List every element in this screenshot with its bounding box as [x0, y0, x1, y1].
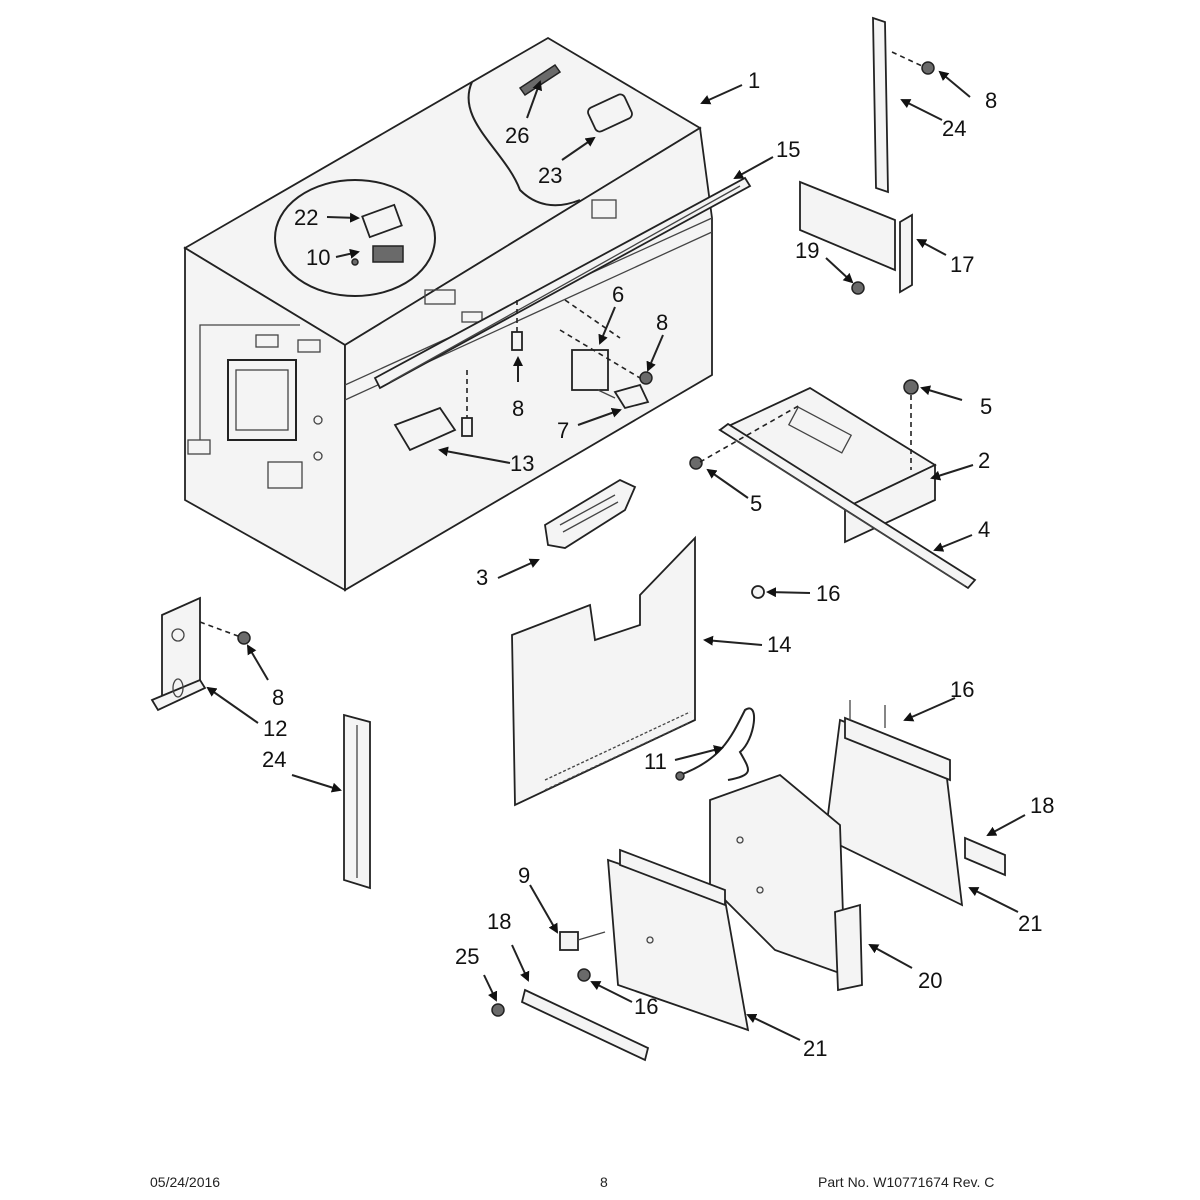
callout-25: 25	[455, 944, 479, 969]
switch-assembly	[559, 299, 653, 410]
callout-21-a: 21	[1018, 911, 1042, 936]
callout-5-b: 5	[750, 491, 762, 516]
callout-10: 10	[306, 245, 330, 270]
callout-7: 7	[557, 418, 569, 443]
leader-arrows	[206, 70, 1026, 1041]
callout-11: 11	[644, 749, 667, 774]
callout-26: 26	[505, 123, 529, 148]
callout-16-c: 16	[634, 994, 658, 1019]
callout-18-a: 18	[487, 909, 511, 934]
callout-19: 19	[795, 238, 819, 263]
bottom-small-parts	[491, 931, 650, 1062]
callout-13: 13	[510, 451, 534, 476]
handle-3	[544, 478, 637, 549]
clip-18-right	[964, 836, 1006, 877]
panel-14	[511, 535, 765, 807]
rail-15	[373, 176, 752, 390]
callout-24-a: 24	[942, 116, 966, 141]
callout-4: 4	[978, 517, 990, 542]
callout-18-b: 18	[1030, 793, 1054, 818]
callout-8-c: 8	[656, 310, 668, 335]
footer-part-number: Part No. W10771674 Rev. C	[818, 1174, 995, 1190]
callout-8-b: 8	[512, 396, 524, 421]
callout-14: 14	[767, 632, 791, 657]
bracket-13	[393, 300, 523, 452]
left-bracket-12	[150, 596, 251, 712]
footer-date: 05/24/2016	[150, 1174, 221, 1190]
callout-8-a: 8	[985, 88, 997, 113]
callout-1: 1	[748, 68, 760, 93]
callout-17: 17	[950, 252, 974, 277]
callout-22: 22	[294, 205, 318, 230]
panel-21-bottom	[606, 848, 750, 1032]
callout-6: 6	[612, 282, 624, 307]
callout-15: 15	[776, 137, 800, 162]
strip-24-top	[872, 16, 935, 194]
callout-8-d: 8	[272, 685, 284, 710]
panel-21-right	[824, 700, 964, 907]
callout-21-b: 21	[803, 1036, 827, 1061]
bracket-17-19	[799, 180, 913, 295]
callout-2: 2	[978, 448, 990, 473]
footer-page-number: 8	[600, 1174, 608, 1190]
callout-3: 3	[476, 565, 488, 590]
callout-9: 9	[518, 863, 530, 888]
callout-5-a: 5	[980, 394, 992, 419]
callout-labels: 1 2 3 4 5 5 6 7 8 8 8 8 9 10 11 12 13 14…	[262, 68, 1054, 1061]
callout-23: 23	[538, 163, 562, 188]
callout-16-a: 16	[816, 581, 840, 606]
callout-12: 12	[263, 716, 287, 741]
bracket-assembly-2-4	[689, 379, 977, 590]
callout-24-b: 24	[262, 747, 286, 772]
callout-16-b: 16	[950, 677, 974, 702]
strip-24-left	[343, 713, 371, 890]
callout-20: 20	[918, 968, 942, 993]
cabinet-housing	[183, 36, 713, 592]
